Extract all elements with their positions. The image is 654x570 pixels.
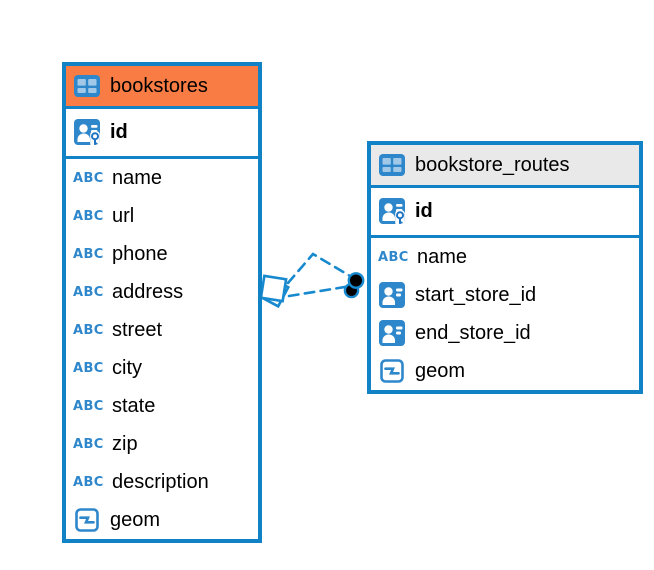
text-type-icon: ABC <box>73 360 104 376</box>
table-bookstores-header[interactable]: bookstores <box>66 66 258 109</box>
column-row-zip[interactable]: ABC zip <box>66 425 258 463</box>
geometry-type-icon <box>73 508 101 532</box>
table-bookstores[interactable]: bookstores id ABC name ABC url ABC phone… <box>62 62 262 543</box>
column-row-id[interactable]: id <box>371 188 639 238</box>
column-row-name[interactable]: ABC name <box>371 238 639 276</box>
column-row-state[interactable]: ABC state <box>66 387 258 425</box>
column-name: geom <box>415 359 466 382</box>
column-row-id[interactable]: id <box>66 109 258 159</box>
stacked-dot-marker[interactable] <box>343 272 365 299</box>
column-row-address[interactable]: ABC address <box>66 273 258 311</box>
column-row-description[interactable]: ABC description <box>66 463 258 501</box>
table-bookstore-routes[interactable]: bookstore_routes id ABC name start_store… <box>367 141 643 394</box>
text-type-icon: ABC <box>73 170 104 186</box>
column-name: phone <box>112 242 168 265</box>
table-icon <box>73 75 101 97</box>
column-name: name <box>112 166 163 189</box>
table-icon <box>378 154 406 176</box>
text-type-icon: ABC <box>73 474 104 490</box>
table-bookstore-routes-header[interactable]: bookstore_routes <box>371 145 639 188</box>
column-row-name[interactable]: ABC name <box>66 159 258 197</box>
primary-key-icon <box>73 119 101 147</box>
column-name: url <box>112 204 135 227</box>
column-name: city <box>112 356 142 379</box>
column-name: zip <box>112 432 138 455</box>
column-row-url[interactable]: ABC url <box>66 197 258 235</box>
stacked-diamond-marker[interactable] <box>257 274 291 309</box>
table-name: bookstore_routes <box>415 153 570 176</box>
text-type-icon: ABC <box>73 284 104 300</box>
column-name: id <box>110 121 128 143</box>
column-row-end-store-id[interactable]: end_store_id <box>371 314 639 352</box>
column-name: state <box>112 394 156 417</box>
foreign-key-icon <box>378 282 406 308</box>
column-row-geom[interactable]: geom <box>371 352 639 390</box>
text-type-icon: ABC <box>73 246 104 262</box>
column-row-phone[interactable]: ABC phone <box>66 235 258 273</box>
column-name: street <box>112 318 163 341</box>
column-name: id <box>415 200 433 222</box>
table-name: bookstores <box>110 74 208 97</box>
column-row-geom[interactable]: geom <box>66 501 258 539</box>
text-type-icon: ABC <box>73 322 104 338</box>
column-name: description <box>112 470 209 493</box>
column-name: start_store_id <box>415 283 537 306</box>
text-type-icon: ABC <box>378 249 409 265</box>
text-type-icon: ABC <box>73 398 104 414</box>
geometry-type-icon <box>378 359 406 383</box>
column-name: geom <box>110 508 161 531</box>
column-name: end_store_id <box>415 321 531 344</box>
text-type-icon: ABC <box>73 208 104 224</box>
column-row-street[interactable]: ABC street <box>66 311 258 349</box>
foreign-key-icon <box>378 320 406 346</box>
column-row-city[interactable]: ABC city <box>66 349 258 387</box>
relationship-line-lower[interactable] <box>287 284 353 298</box>
primary-key-icon <box>378 198 406 226</box>
column-name: address <box>112 280 184 303</box>
relationship-line-upper[interactable] <box>286 252 352 285</box>
column-name: name <box>417 245 468 268</box>
text-type-icon: ABC <box>73 436 104 452</box>
column-row-start-store-id[interactable]: start_store_id <box>371 276 639 314</box>
